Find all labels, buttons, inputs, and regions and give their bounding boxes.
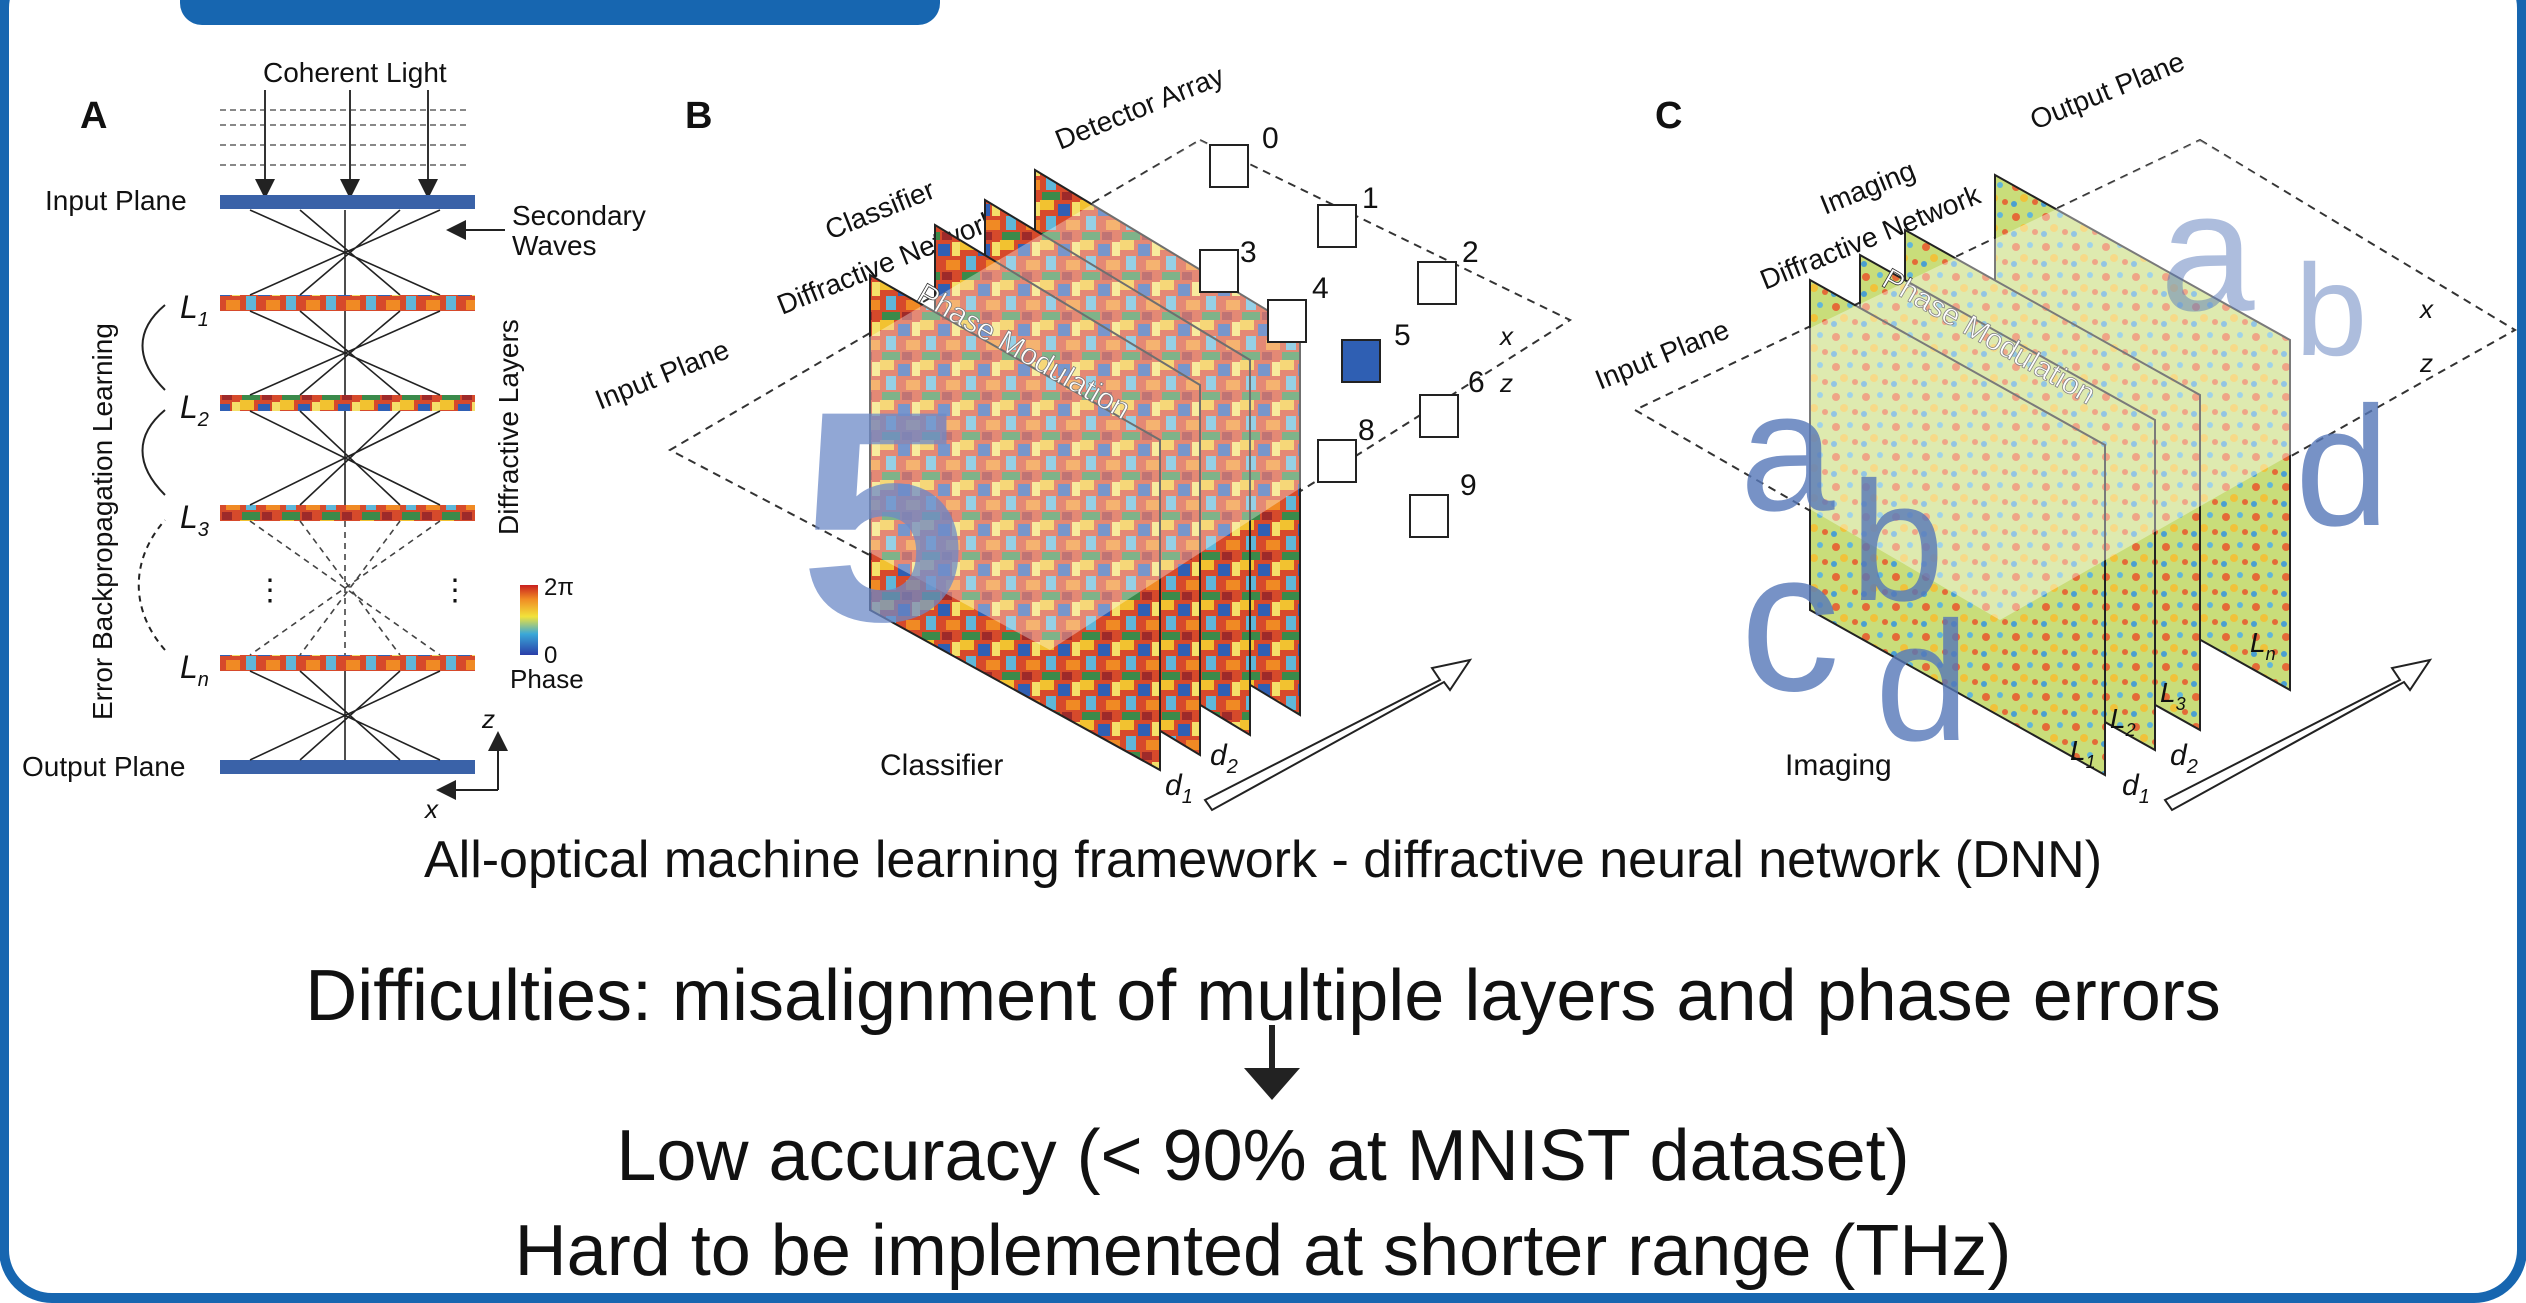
phase-max-label: 2π (544, 574, 574, 601)
panel-c: C Output Plane Imaging Diffractive Netwo… (1591, 46, 2517, 812)
secondary-waves-label-2: Waves (512, 230, 597, 261)
imaging-layers (1809, 173, 2291, 777)
input-plane-label-a: Input Plane (45, 185, 187, 216)
coherent-light-label: Coherent Light (263, 57, 447, 88)
detector-6-label: 6 (1468, 366, 1485, 399)
layer-ln-bar (220, 655, 475, 671)
detector-8-label: 8 (1358, 414, 1375, 447)
input-letter-c: c (1740, 510, 1840, 733)
output-letter-a: a (2160, 157, 2255, 347)
input-letter-d: d (1875, 587, 1970, 777)
detector-2-label: 2 (1462, 236, 1479, 269)
diffractive-layers-label: Diffractive Layers (493, 319, 524, 535)
output-letter-d: d (2295, 372, 2390, 562)
d2-label-b: d2 (1210, 739, 1238, 778)
layer-l3-label: L3 (180, 499, 209, 541)
secondary-waves-label-1: Secondary (512, 200, 646, 231)
classifier-label: Classifier (880, 749, 1003, 782)
detector-1-label: 1 (1362, 182, 1379, 215)
panel-b: B Detector Array Classifier Diffractive … (591, 60, 1573, 812)
ln-label-c: Ln (2250, 627, 2276, 664)
d2-label-c: d2 (2170, 739, 2198, 778)
detector-3-label: 3 (1240, 236, 1257, 269)
l1-label-c: L1 (2070, 735, 2096, 772)
classifier-layers (869, 168, 1301, 772)
l3-label-c: L3 (2160, 677, 2186, 714)
panel-a: A Coherent Light Input Plane Secondary W… (22, 57, 646, 824)
axis-x-b: x (1498, 321, 1514, 351)
layer-ln-label: Ln (180, 649, 209, 691)
input-plane-label-b: Input Plane (591, 334, 734, 416)
input-plane-bar (220, 195, 475, 209)
layer-l2-bar (220, 395, 475, 411)
propagation-arrow-b (1203, 658, 1473, 812)
layer-bars-a (220, 195, 475, 774)
detector-0-label: 0 (1262, 122, 1279, 155)
input-digit-5: 5 (800, 348, 967, 684)
detector-9-label: 9 (1460, 469, 1477, 502)
difficulties-line: Difficulties: misalignment of multiple l… (305, 956, 2221, 1036)
axis-x-a: x (423, 794, 439, 824)
result-thz-line: Hard to be implemented at shorter range … (514, 1211, 2012, 1291)
layer-l1-label: L1 (180, 289, 209, 331)
input-letter-a: a (1740, 357, 1835, 547)
result-accuracy-line: Low accuracy (< 90% at MNIST dataset) (616, 1116, 1910, 1196)
detector-array (1199, 144, 1459, 538)
output-letter-b: b (2295, 237, 2367, 383)
layer-l1-bar (220, 295, 475, 311)
output-plane-label-a: Output Plane (22, 751, 185, 782)
phase-label: Phase (510, 664, 584, 694)
layer-l3-bar (220, 505, 475, 521)
panel-a-label: A (80, 95, 107, 137)
axis-z-a: z (481, 704, 495, 734)
imaging-label: Imaging (1785, 749, 1892, 782)
propagation-arrow-c (2163, 658, 2433, 812)
detector-4-label: 4 (1312, 272, 1329, 305)
l2-label-c: L2 (2110, 703, 2136, 740)
phase-min-label: 0 (544, 642, 557, 669)
d1-label-b: d1 (1165, 769, 1193, 808)
output-plane-label-c: Output Plane (2026, 46, 2189, 136)
phase-colorbar: 2π 0 Phase (510, 574, 584, 694)
svg-text:⋮: ⋮ (255, 574, 285, 607)
svg-text:⋮: ⋮ (440, 574, 470, 607)
result-down-arrow (1244, 1025, 1300, 1100)
output-plane-bar (220, 760, 475, 774)
layer-l2-label: L2 (180, 389, 209, 431)
title-tab (180, 0, 940, 25)
axis-x-c: x (2418, 294, 2434, 324)
axis-z-b: z (1499, 368, 1513, 398)
panel-c-label: C (1655, 95, 1682, 137)
figure-caption: All-optical machine learning framework -… (423, 831, 2103, 889)
detector-5-label: 5 (1394, 319, 1411, 352)
axis-z-c: z (2419, 348, 2433, 378)
panel-b-label: B (685, 95, 712, 137)
d1-label-c: d1 (2122, 769, 2150, 808)
input-letter-b: b (1850, 447, 1945, 637)
error-backprop-label: Error Backpropagation Learning (87, 323, 118, 720)
